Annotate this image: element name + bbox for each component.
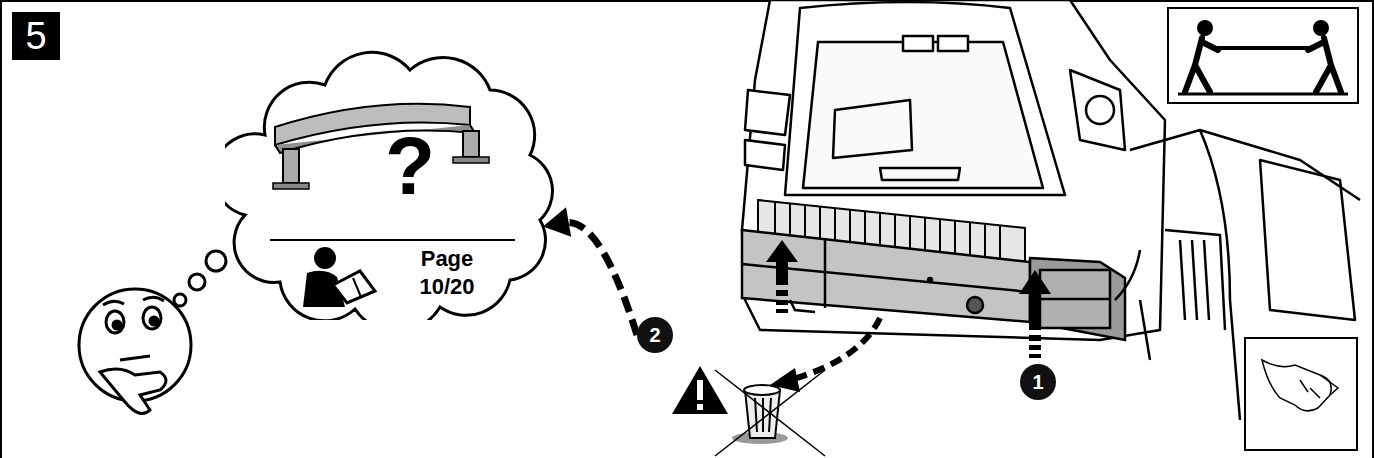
question-mark: ? bbox=[375, 125, 445, 207]
callout-number: 1 bbox=[1020, 364, 1056, 400]
dashed-arrow bbox=[543, 207, 637, 335]
lift-arrows bbox=[766, 240, 1051, 358]
crossed-bin bbox=[715, 370, 825, 456]
two-person-inset bbox=[1168, 8, 1358, 103]
callout-text: 2 bbox=[649, 324, 660, 347]
callout-text: 1 bbox=[1032, 371, 1043, 394]
page-reference: Page 10/20 bbox=[397, 245, 497, 301]
bumper-beam bbox=[742, 230, 1140, 340]
callout-number: 2 bbox=[637, 317, 673, 353]
step-number-text: 5 bbox=[25, 15, 46, 58]
thinking-face bbox=[79, 289, 191, 414]
thought-cloud: ? Page 10/20 bbox=[225, 45, 555, 320]
hand-inset bbox=[1245, 338, 1357, 450]
step-number: 5 bbox=[12, 12, 60, 60]
